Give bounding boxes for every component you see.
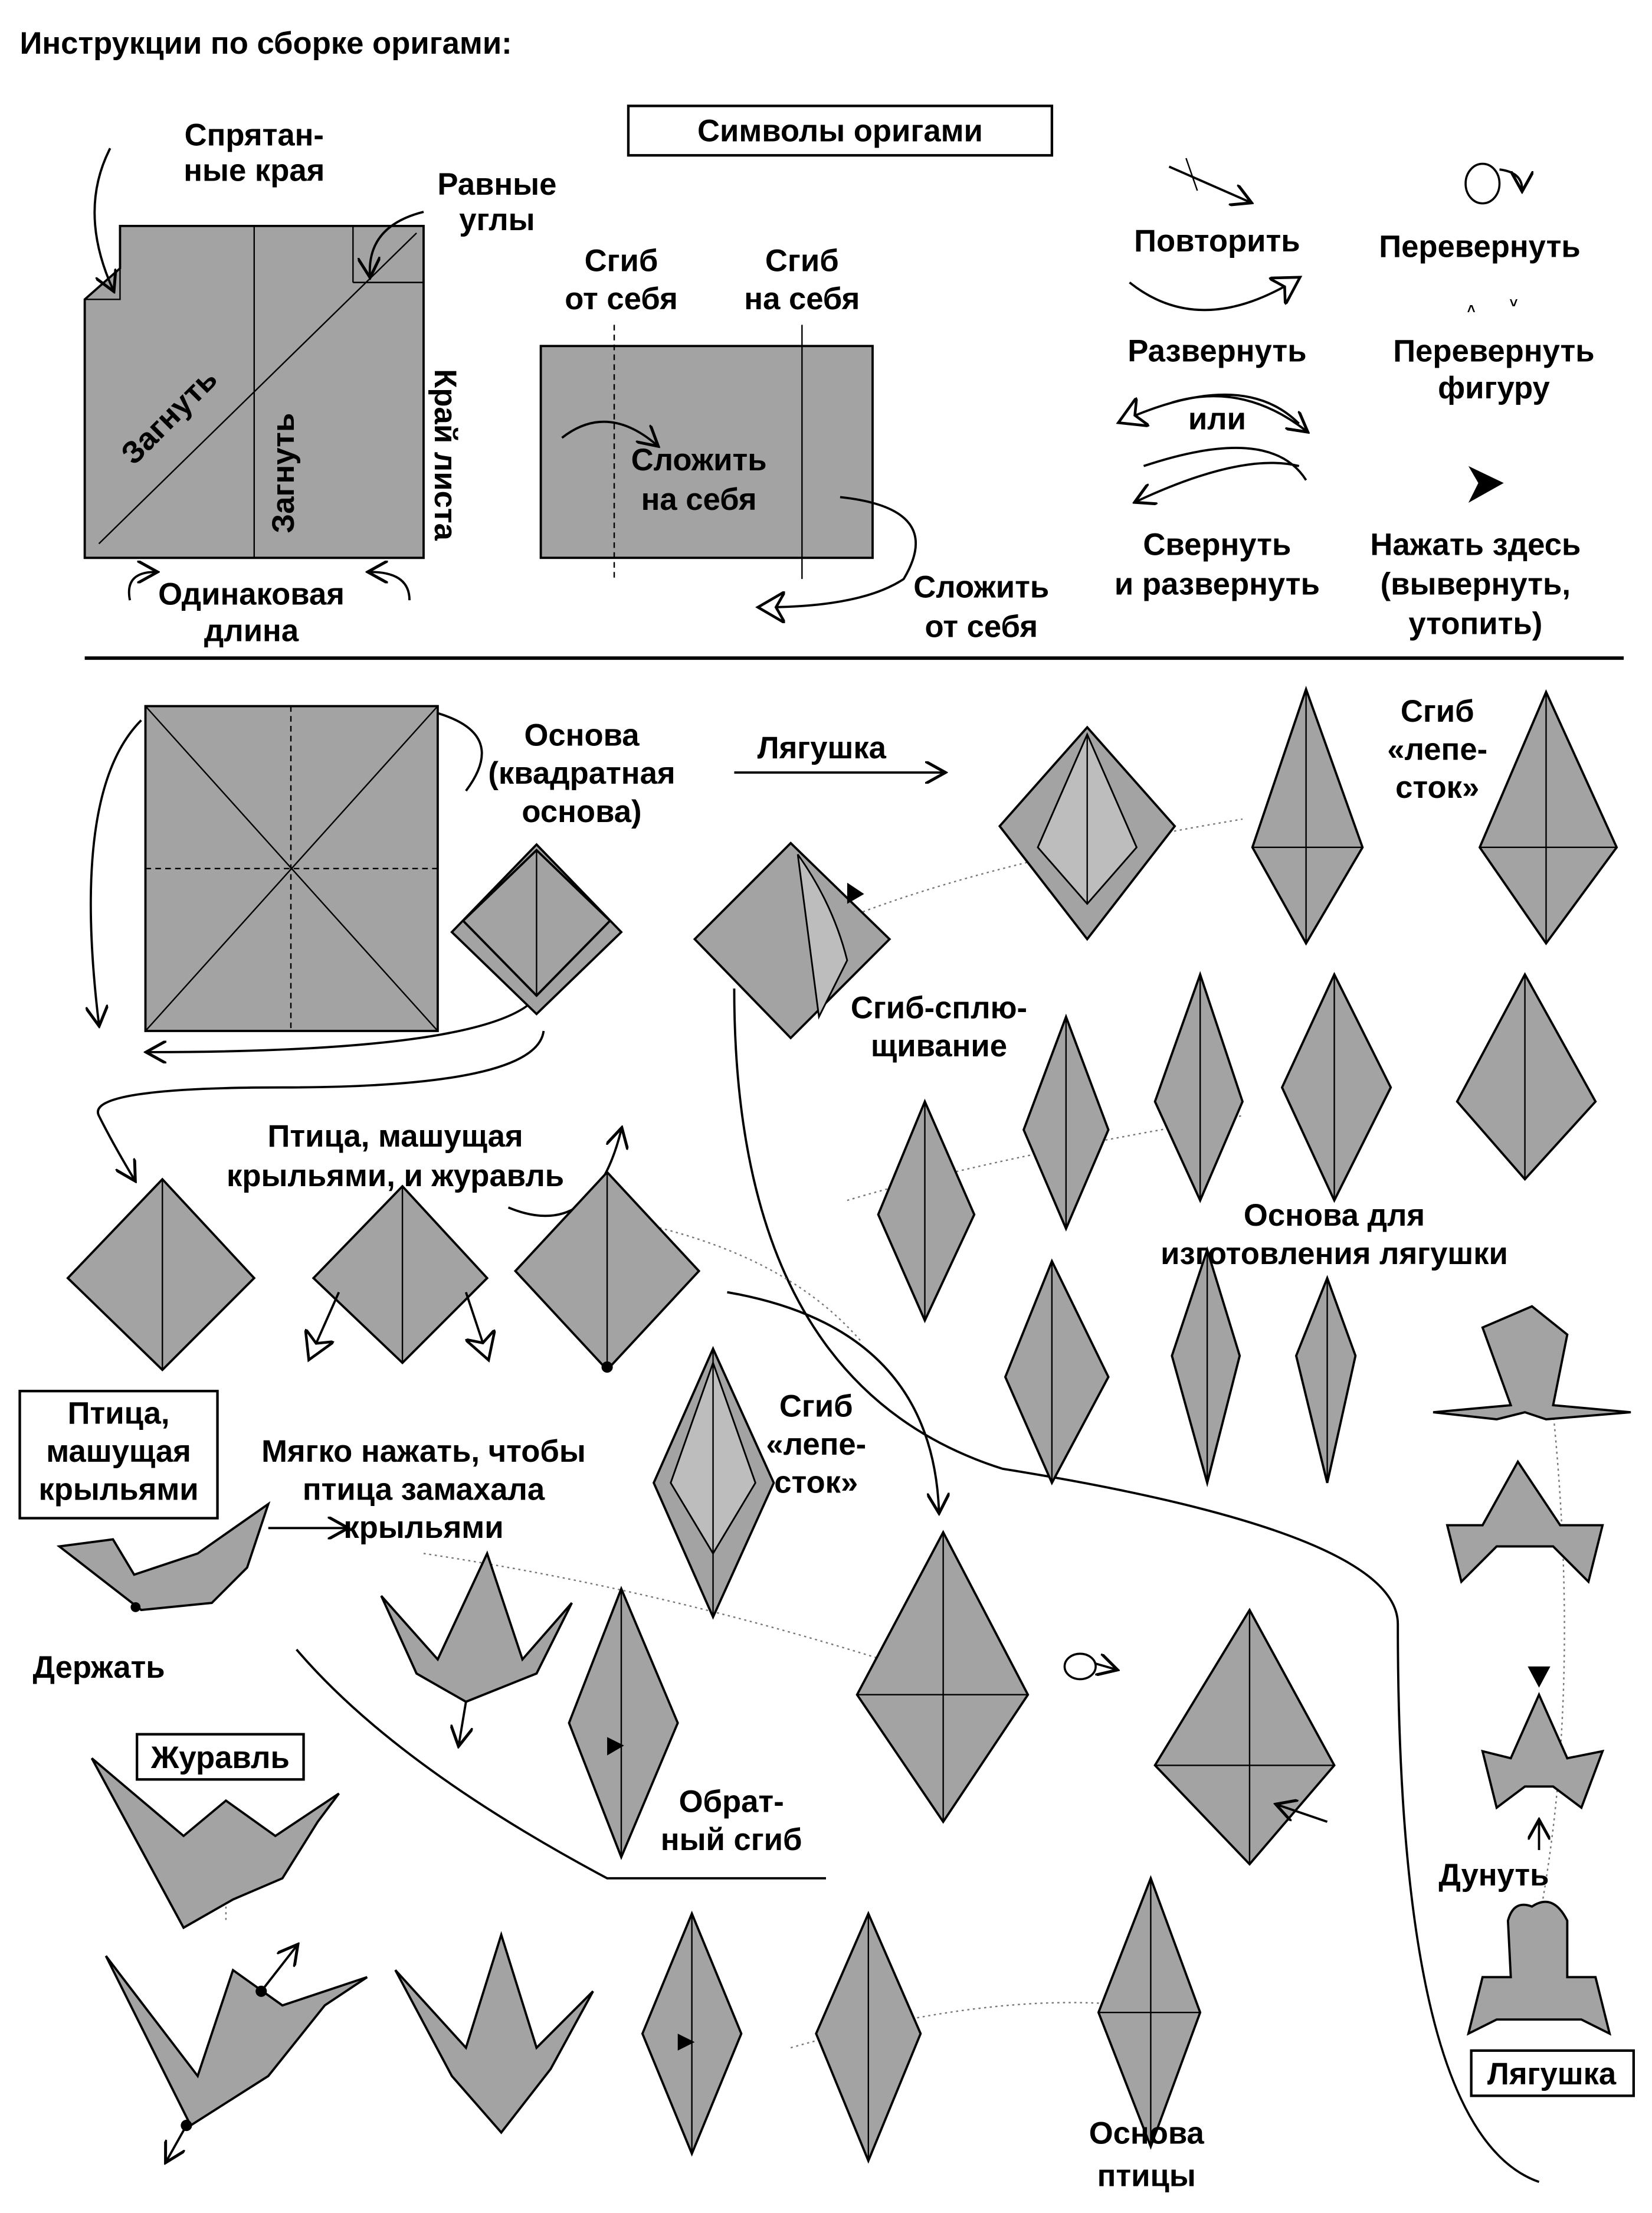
flapping-bird-box — [18, 1390, 219, 1520]
label-repeat: Повторить — [1134, 224, 1300, 258]
step-square-base — [450, 843, 623, 1016]
label-push-here: Нажать здесь(вывернуть,утопить) — [1370, 527, 1581, 641]
step-frog-shapes — [1433, 1305, 1631, 2036]
step-petal-fold-frog-2 — [1478, 689, 1618, 945]
label-unfold: Развернуть — [1127, 334, 1306, 369]
unfold-alt-arrow-icon — [1123, 393, 1300, 424]
step-flapping-bird-figure — [56, 1501, 271, 1612]
label-hidden-edges: Спрятан-ные края — [183, 117, 324, 188]
label-squash-fold: Сгиб-сплю-щивание — [851, 990, 1027, 1063]
step-bird-press — [380, 1550, 573, 1744]
label-frog: Лягушка — [1487, 2057, 1617, 2091]
label-petal-fold-1: Сгиб«лепе-сток» — [1387, 694, 1487, 805]
step-row-left-diamonds — [66, 1170, 701, 1373]
fold-unfold-arrow-icon — [1136, 447, 1307, 502]
legend-square-sheet — [83, 148, 425, 601]
svg-text:˄: ˄ — [1467, 301, 1476, 317]
page-title: Инструкции по сборке оригами: — [20, 26, 512, 61]
step-frog-squash — [998, 725, 1176, 941]
step-petal-fold-bird — [652, 1346, 775, 1620]
label-fold-vertical: Загнуть — [266, 413, 301, 533]
label-turn-over: Перевернуть — [1379, 230, 1580, 264]
label-sheet-edge: Край листа — [428, 369, 463, 541]
repeat-icon — [1168, 158, 1250, 202]
step-squash-start — [693, 841, 891, 1040]
step-turn-over-kite — [856, 1530, 1116, 1824]
legend-rectangle-sheet — [539, 325, 917, 607]
symbols-box — [627, 104, 1054, 157]
flow-lines — [91, 712, 1565, 2183]
step-bird-base — [1097, 1875, 1202, 2150]
label-crane: Журавль — [150, 1740, 290, 1775]
step-square-sheet — [144, 705, 439, 1032]
symbols-box-label: Символы оригами — [697, 113, 983, 148]
step-petal-fold-frog-1 — [1251, 686, 1364, 946]
push-here-icon — [1468, 466, 1504, 503]
turn-over-icon — [1464, 162, 1522, 205]
step-row2-kites — [877, 971, 1597, 1324]
frog-box — [1470, 2049, 1635, 2097]
unfold-arrow-icon — [1129, 280, 1296, 312]
crane-box — [136, 1733, 305, 1781]
label-reverse-fold: Обрат-ный сгиб — [661, 1784, 802, 1857]
step-reverse-fold — [568, 1586, 679, 1861]
rotate-icon: ˄˅ — [1467, 296, 1518, 317]
step-bottom-row — [90, 1757, 922, 2160]
label-or: или — [1188, 402, 1246, 437]
label-blow: Дунуть — [1438, 1858, 1549, 1893]
svg-text:˅: ˅ — [1509, 296, 1517, 312]
label-petal-fold-2: Сгиб«лепе-сток» — [766, 1389, 866, 1500]
label-hold: Держать — [32, 1650, 165, 1685]
step-row3-frog-base — [1004, 1246, 1357, 1488]
label-frog-arrow: Лягушка — [758, 731, 887, 765]
step-preliminary-bird-kite — [1153, 1608, 1336, 1866]
